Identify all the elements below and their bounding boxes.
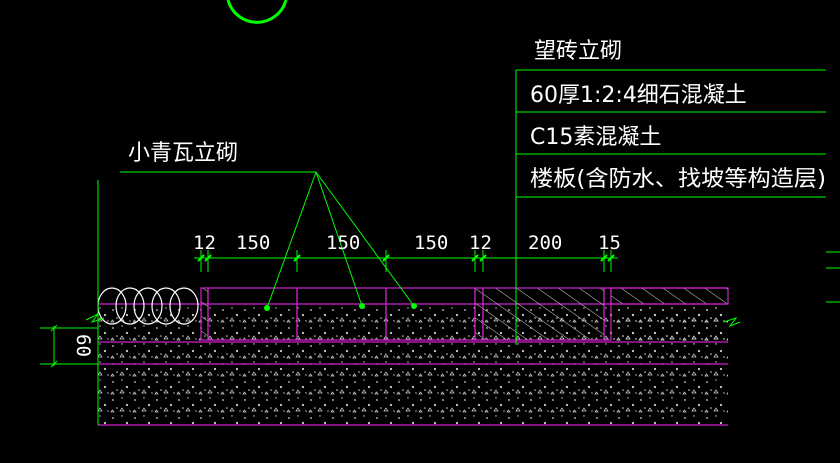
brick-label-leader <box>120 171 415 309</box>
dim-12-right: 12 <box>469 232 492 254</box>
side-dimension-line <box>40 324 98 368</box>
dimension-line <box>194 250 618 272</box>
c15-concrete-layer <box>98 366 728 424</box>
layer1-label: 60厚1:2:4细石混凝土 <box>530 83 747 108</box>
left-break-mark <box>85 313 105 323</box>
dim-12-left: 12 <box>193 232 216 254</box>
dim-15: 15 <box>598 232 621 254</box>
dim-150-a: 150 <box>236 232 270 254</box>
layer-title-label: 望砖立砌 <box>534 39 622 64</box>
dim-200: 200 <box>528 232 562 254</box>
right-edge-ticks <box>826 251 840 303</box>
layer3-label: 楼板(含防水、找坡等构造层) <box>530 167 826 192</box>
dimension-ticks <box>197 254 615 262</box>
roof-tile-rolls <box>97 287 199 325</box>
layer2-label: C15素混凝土 <box>530 125 661 150</box>
dim-150-c: 150 <box>414 232 448 254</box>
leader-end-dots <box>264 303 417 311</box>
dim-150-b: 150 <box>326 232 360 254</box>
right-break-mark <box>723 317 741 328</box>
brick-course <box>200 287 729 341</box>
layer-leader-lines <box>515 69 826 345</box>
dim-60-side: 60 <box>72 334 94 357</box>
brick-label: 小青瓦立砌 <box>128 141 238 166</box>
partial-circle-top <box>226 0 288 24</box>
right-bed-concrete <box>608 304 728 344</box>
